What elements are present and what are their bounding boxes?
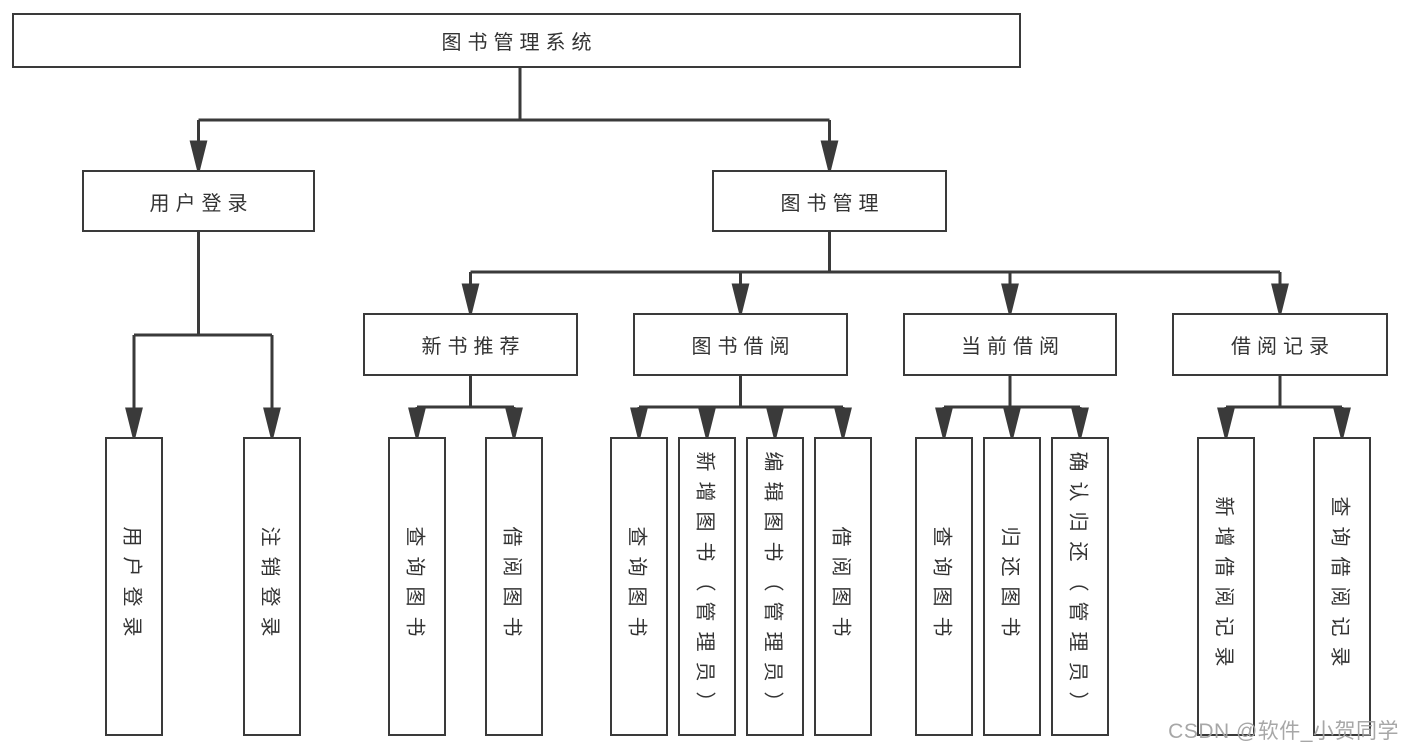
edge-book-management-to-level3 [461,232,1289,314]
leaf-borrow-borrow-books-label: 借阅图书 [829,526,852,647]
node-current-borrow: 当前借阅 [903,313,1117,376]
leaf-borrow-query-books-label: 查询图书 [625,526,648,647]
node-new-book-recommend: 新书推荐 [363,313,578,376]
leaf-current-return-books-label: 归还图书 [998,526,1021,647]
leaf-borrow-edit-books-admin-label: 编辑图书（管理员） [761,451,784,722]
leaf-current-query-books-label: 查询图书 [930,526,953,647]
leaf-recommend-borrow-books: 借阅图书 [485,437,543,736]
leaf-borrow-edit-books-admin: 编辑图书（管理员） [746,437,804,736]
node-borrow-records: 借阅记录 [1172,313,1388,376]
leaf-records-query-record-label: 查询借阅记录 [1328,496,1351,677]
node-book-borrow: 图书借阅 [633,313,848,376]
leaf-current-confirm-return-admin-label: 确认归还（管理员） [1066,451,1089,722]
leaf-user-login-label: 用户登录 [120,526,143,647]
leaf-borrow-add-books-admin-label: 新增图书（管理员） [693,451,716,722]
leaf-user-login: 用户登录 [105,437,163,736]
leaf-records-add-record-label: 新增借阅记录 [1212,496,1235,677]
edge-borrow-records-to-children [1217,376,1351,438]
csdn-watermark: CSDN @软件_小贺同学 [1168,720,1399,743]
leaf-recommend-query-books-label: 查询图书 [403,526,426,647]
node-library-system: 图书管理系统 [12,13,1021,68]
leaf-records-add-record: 新增借阅记录 [1197,437,1255,736]
leaf-borrow-borrow-books: 借阅图书 [814,437,872,736]
node-book-management: 图书管理 [712,170,947,232]
edge-new-book-recommend-to-children [408,376,523,438]
leaf-recommend-query-books: 查询图书 [388,437,446,736]
leaf-current-query-books: 查询图书 [915,437,973,736]
edge-current-borrow-to-children [935,376,1089,438]
leaf-borrow-add-books-admin: 新增图书（管理员） [678,437,736,736]
leaf-current-confirm-return-admin: 确认归还（管理员） [1051,437,1109,736]
leaf-logout-label: 注销登录 [258,526,281,647]
edge-book-borrow-to-children [630,376,852,438]
leaf-records-query-record: 查询借阅记录 [1313,437,1371,736]
leaf-current-return-books: 归还图书 [983,437,1041,736]
edge-user-login-to-children [125,232,281,438]
leaf-recommend-borrow-books-label: 借阅图书 [500,526,523,647]
edge-root-to-level2 [189,68,839,171]
leaf-logout: 注销登录 [243,437,301,736]
node-user-login: 用户登录 [82,170,315,232]
leaf-borrow-query-books: 查询图书 [610,437,668,736]
